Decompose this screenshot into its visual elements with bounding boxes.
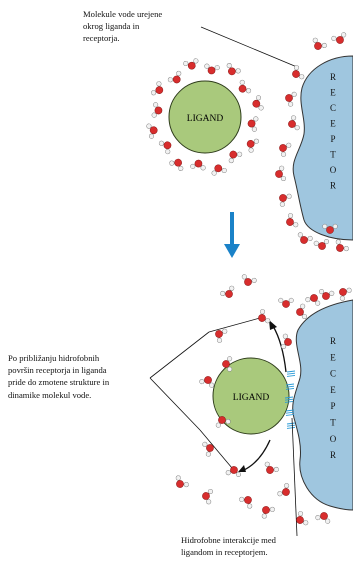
water-molecule-icon	[190, 159, 206, 170]
water-molecule-icon	[277, 482, 294, 500]
receptor-letter: E	[330, 352, 336, 362]
water-molecule-icon	[251, 95, 264, 112]
water-molecule-icon	[169, 156, 187, 172]
water-molecule-icon	[152, 102, 163, 118]
receptor-letter: T	[330, 150, 336, 160]
hydrophobic-mark	[287, 425, 295, 426]
receptor-letter: T	[330, 418, 336, 428]
water-molecule-icon	[276, 140, 292, 158]
water-molecule-icon	[289, 65, 305, 83]
water-molecule-icon	[172, 475, 190, 492]
arrow-down-icon	[224, 212, 240, 258]
caption-interactions: Hidrofobne interakcije med ligandom in r…	[181, 534, 353, 558]
receptor-letter: E	[330, 385, 336, 395]
water-molecule-icon	[255, 309, 271, 327]
ligand-label-bottom: LIGAND	[233, 393, 270, 403]
water-molecule-icon	[238, 492, 256, 509]
leader-line-top	[201, 27, 297, 67]
receptor-letter: P	[330, 134, 335, 144]
caption-water-order: Molekule vode urejene okrog liganda in r…	[83, 8, 203, 45]
water-molecule-icon	[235, 79, 252, 97]
arrowhead-up	[269, 320, 277, 330]
hydrophobic-mark	[287, 423, 295, 424]
water-molecule-icon	[201, 488, 213, 504]
water-molecule-icon	[202, 440, 216, 457]
caption-approach: Po približanju hidrofobnih površin recep…	[8, 352, 158, 401]
hydrophobic-mark	[287, 371, 295, 372]
receptor-letter: R	[330, 450, 336, 460]
water-molecule-icon	[293, 511, 309, 529]
water-molecule-icon	[310, 37, 328, 53]
leader-line-bottom	[292, 418, 297, 536]
water-molecule-icon	[275, 190, 292, 208]
receptor-bottom	[293, 300, 353, 510]
hydrophobic-mark	[286, 414, 294, 415]
water-molecule-icon	[283, 213, 299, 231]
receptor-letter: E	[330, 88, 336, 98]
receptor-letter: O	[330, 165, 337, 175]
receptor-letter: R	[330, 72, 336, 82]
water-molecule-icon	[279, 298, 294, 308]
water-molecule-icon	[332, 239, 350, 256]
receptor-letter: E	[330, 119, 336, 129]
water-molecule-icon	[314, 239, 330, 251]
water-molecule-icon	[286, 115, 300, 132]
water-molecule-icon	[224, 62, 242, 78]
water-molecule-icon	[204, 64, 220, 75]
water-molecule-icon	[296, 232, 313, 246]
receptor-letter: O	[330, 434, 337, 444]
receptor-letter: C	[330, 369, 336, 379]
water-molecule-icon	[258, 502, 276, 519]
hydrophobic-mark	[287, 375, 295, 376]
water-molecule-icon	[150, 81, 166, 99]
receptor-letter: R	[330, 336, 336, 346]
water-molecule-icon	[210, 163, 227, 176]
receptor-letter: P	[330, 401, 335, 411]
water-molecule-icon	[220, 285, 238, 301]
water-molecule-icon	[146, 122, 159, 139]
water-molecule-icon	[335, 284, 352, 302]
ligand-label-top: LIGAND	[187, 114, 224, 124]
water-molecule-icon	[318, 289, 334, 301]
water-molecule-icon	[247, 116, 258, 132]
water-molecule-icon	[295, 304, 307, 320]
receptor-letter: C	[330, 103, 336, 113]
hydrophobic-mark	[287, 427, 295, 428]
arrowhead-down	[238, 465, 246, 472]
water-molecule-icon	[158, 137, 175, 155]
water-molecule-icon	[183, 58, 200, 71]
water-molecule-icon	[244, 136, 260, 154]
water-molecule-icon	[315, 510, 332, 524]
water-molecule-icon	[281, 334, 293, 350]
water-molecule-icon	[212, 326, 228, 344]
water-molecule-icon	[225, 147, 243, 164]
receptor-letter: R	[330, 181, 336, 191]
water-molecule-icon	[283, 90, 297, 107]
water-molecule-icon	[262, 461, 280, 477]
water-molecule-icon	[167, 70, 185, 87]
water-molecule-icon	[274, 166, 286, 182]
water-molecule-icon	[331, 32, 348, 46]
receptor-top	[293, 56, 353, 240]
water-molecule-icon	[240, 274, 257, 288]
water-molecule-icon	[305, 292, 322, 306]
hydrophobic-mark	[287, 373, 295, 374]
water-molecule-icon	[199, 374, 216, 388]
